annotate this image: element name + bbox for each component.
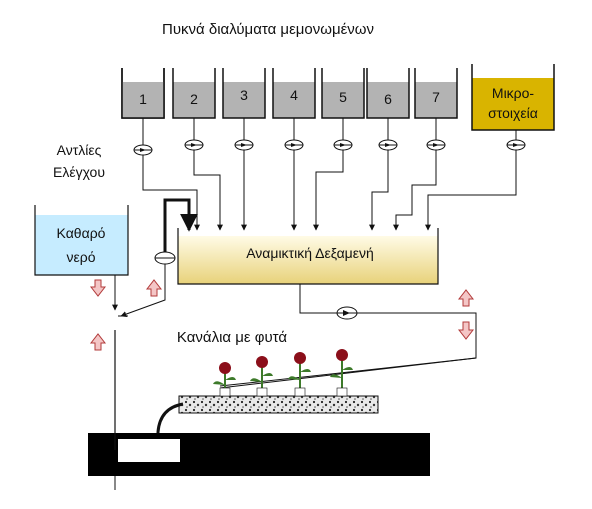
channels-label: Κανάλια με φυτά <box>177 329 287 346</box>
feed-pipes <box>142 118 517 231</box>
clean-water-line1: Καθαρό <box>57 225 106 241</box>
tank-number: 2 <box>190 91 198 107</box>
tank-number: 4 <box>290 87 298 103</box>
flow-down-arrow-icon <box>89 279 107 297</box>
pump-icon <box>426 139 446 151</box>
tank-number: 1 <box>139 91 147 107</box>
plant-icon <box>213 362 236 397</box>
flow-arrows <box>89 279 475 351</box>
pump-icon <box>333 139 353 151</box>
ground-reservoir <box>88 433 430 476</box>
pumps-label-line2: Ελέγχου <box>53 164 105 180</box>
pump-icon <box>336 306 358 320</box>
tank-5: 5 <box>321 68 365 119</box>
pump-icon <box>184 139 204 151</box>
tank-4: 4 <box>272 68 316 119</box>
pump-icon <box>284 139 304 151</box>
flow-down-arrow-icon <box>457 321 475 340</box>
tank-7: 7 <box>414 68 458 119</box>
flow-up-arrow-icon <box>89 333 107 351</box>
diagram-title: Πυκνά διαλύματα μεμονωμένων <box>162 21 374 38</box>
plant-icon <box>250 356 273 397</box>
plant-icon <box>288 352 311 397</box>
plant-icon <box>330 349 353 397</box>
tank-6: 6 <box>366 68 410 119</box>
tank-number: 6 <box>384 91 392 107</box>
tank-number: 3 <box>240 87 248 103</box>
water-inlet-pipe <box>163 198 198 258</box>
micro-elements-tank: Μικρο- στοιχεία <box>471 64 555 131</box>
tank-number: 7 <box>432 89 440 105</box>
plants <box>213 349 353 397</box>
pump-icon <box>154 251 176 265</box>
flow-up-arrow-icon <box>457 289 475 307</box>
tank-3: 3 <box>222 68 266 119</box>
plant-channel <box>178 395 379 414</box>
clean-water-line2: νερό <box>67 249 96 265</box>
pumps-label-line1: Αντλίες <box>57 142 102 158</box>
concentrate-tanks: 1 2 3 4 5 6 7 <box>121 68 458 119</box>
clean-water-tank: Καθαρό νερό <box>34 205 129 276</box>
flow-up-arrow-icon <box>145 279 163 297</box>
pump-icon <box>506 139 526 151</box>
pump-icon <box>133 144 153 156</box>
micro-label-line2: στοιχεία <box>488 105 538 121</box>
pump-icon <box>378 139 398 151</box>
drain-pipe <box>156 402 184 440</box>
tank-1: 1 <box>121 68 165 119</box>
tank-2: 2 <box>172 68 216 119</box>
mixing-tank-label: Αναμικτική Δεξαμενή <box>246 245 374 261</box>
pump-icon <box>234 139 254 151</box>
micro-label-line1: Μικρο- <box>492 85 535 101</box>
tank-number: 5 <box>339 89 347 105</box>
mixing-tank: Αναμικτική Δεξαμενή <box>177 228 439 285</box>
control-pumps <box>133 139 526 156</box>
